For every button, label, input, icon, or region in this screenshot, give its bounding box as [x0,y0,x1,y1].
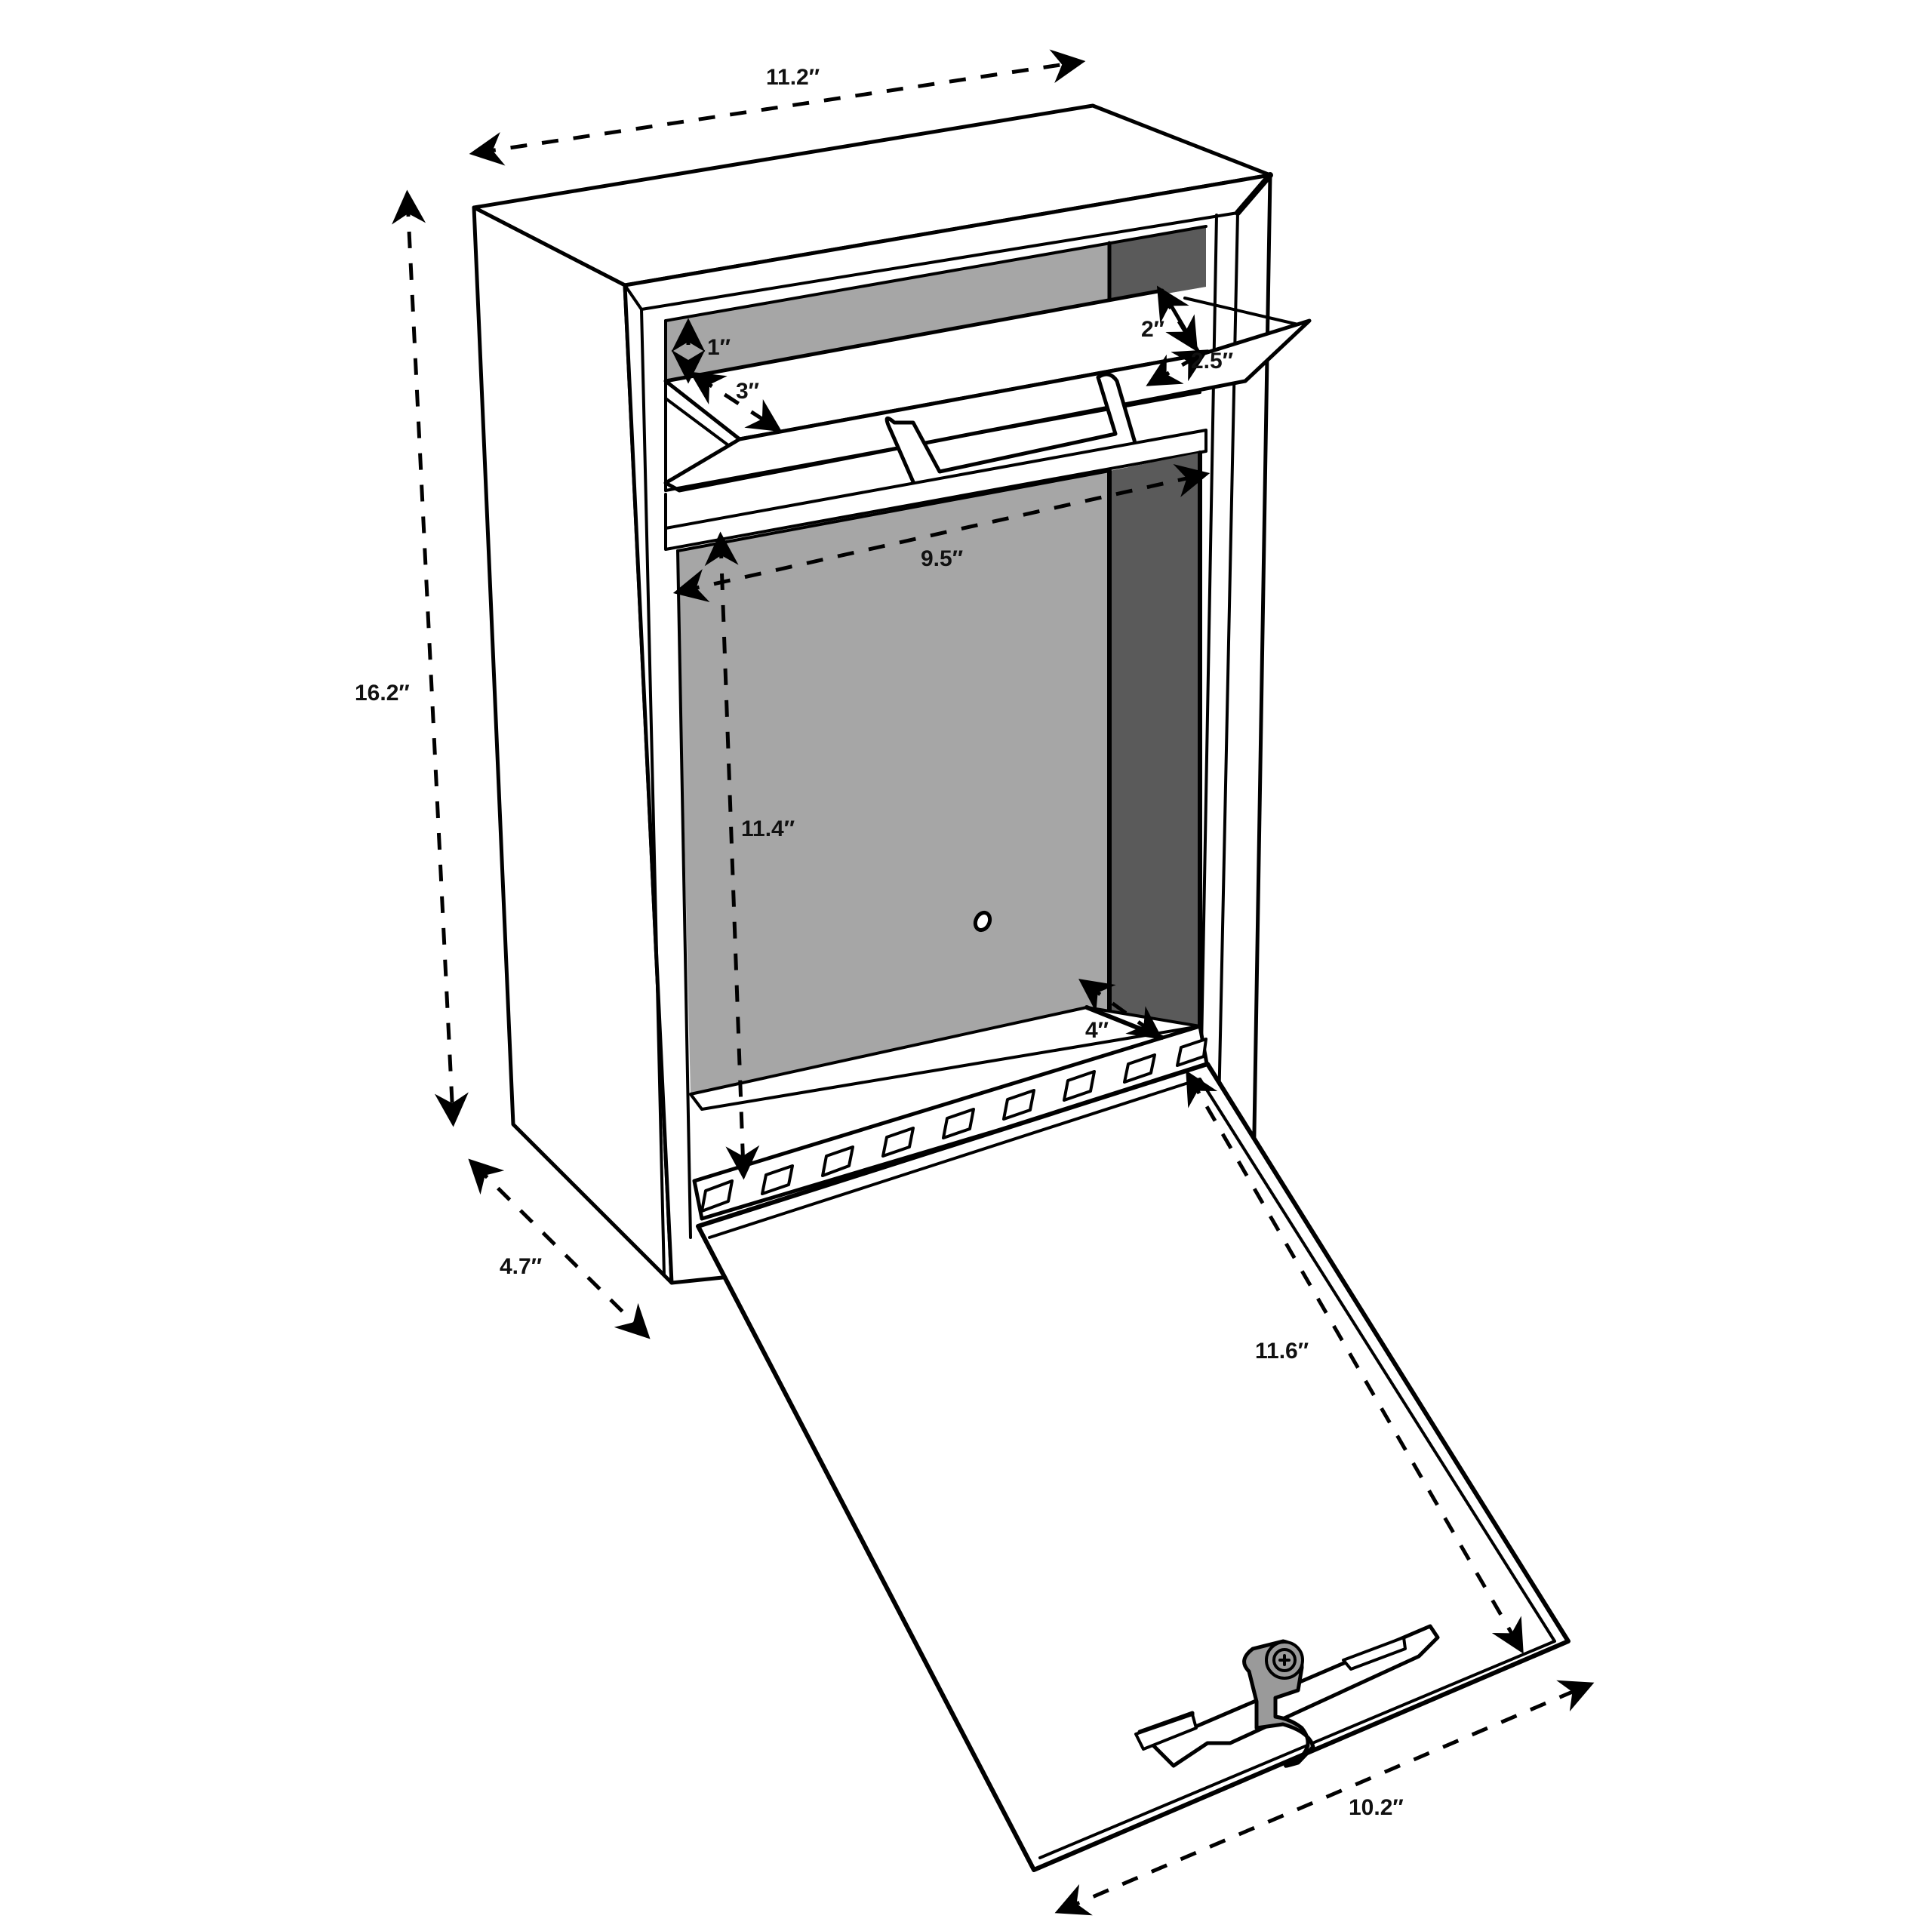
door-hinge-tabs [692,1024,1210,1221]
dim-line-overall-depth [468,1158,651,1339]
front-door-open [696,1062,1571,1872]
dimension-labels: 11.2″ 16.2″ 4.7″ 1″ 3″ 2″ 2.5″ 9.5″ 11.4… [355,65,1404,1820]
label-flap-lip: 2.5″ [1191,349,1233,374]
label-interior-height: 11.4″ [741,816,795,841]
label-interior-depth: 4″ [1085,1018,1109,1043]
label-door-width: 10.2″ [1349,1795,1404,1820]
label-slot-side-depth: 2″ [1141,317,1164,342]
dim-line-interior-depth [1078,979,1163,1040]
dim-line-interior-height [704,531,760,1180]
dim-line-interior-width [672,463,1211,603]
label-overall-depth: 4.7″ [500,1254,542,1279]
label-interior-width: 9.5″ [921,546,963,571]
dim-line-flap-lip [1146,349,1209,386]
dim-line-overall-width [469,49,1086,166]
mounting-hole [973,910,992,933]
label-overall-height: 16.2″ [355,681,410,706]
slot-opening [664,225,1208,492]
dim-line-flap-depth [689,371,783,432]
mail-slot-flap [663,288,1312,530]
label-flap-depth: 3″ [736,379,759,404]
dimension-lines [392,49,1595,1916]
dim-line-slot-side [1156,285,1198,352]
label-slot-height: 1″ [707,335,731,360]
label-door-height: 11.6″ [1255,1339,1309,1364]
dim-line-door-height [1186,1070,1524,1654]
dim-line-overall-height [392,189,469,1127]
label-overall-width: 11.2″ [766,65,820,90]
